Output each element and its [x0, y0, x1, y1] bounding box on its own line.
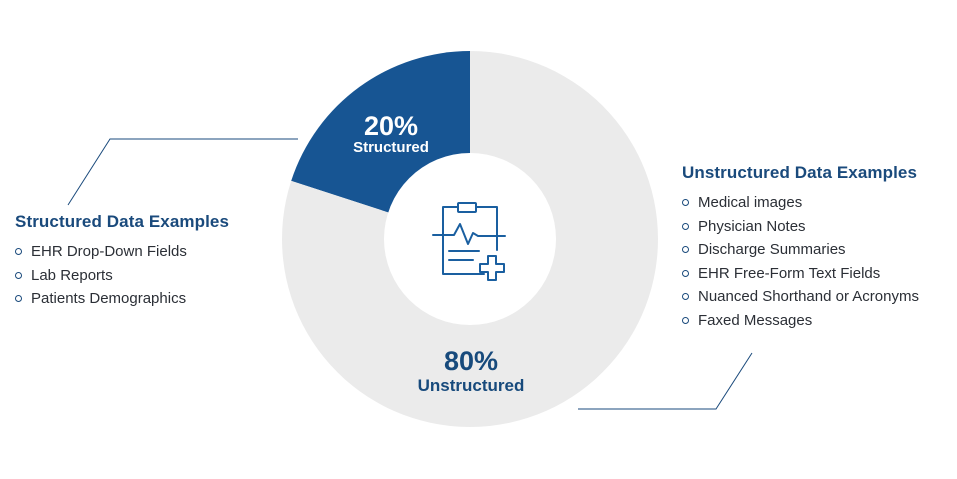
list-item: EHR Free-Form Text Fields	[682, 262, 952, 286]
bullet-icon	[682, 199, 689, 206]
unstructured-examples-title: Unstructured Data Examples	[682, 163, 918, 182]
list-item: Discharge Summaries	[682, 238, 952, 262]
unstructured-leader-line	[578, 352, 753, 410]
list-item: Lab Reports	[15, 264, 275, 288]
structured-leader-line	[67, 138, 298, 206]
list-item: Medical images	[682, 191, 952, 215]
bullet-icon	[15, 248, 22, 255]
medical-clipboard-plus-icon	[432, 202, 506, 281]
bullet-icon	[15, 295, 22, 302]
unstructured-examples-panel: Unstructured Data Examples Medical image…	[682, 163, 952, 332]
slice-percent-label-unstructured: 80%	[444, 346, 498, 376]
bullet-icon	[682, 269, 689, 277]
bullet-icon	[682, 222, 689, 230]
list-item: Faxed Messages	[682, 309, 952, 333]
structured-examples-title: Structured Data Examples	[15, 212, 230, 231]
structured-examples-list: EHR Drop-Down Fields Lab Reports Patient…	[15, 240, 275, 311]
slice-category-label-structured: Structured	[353, 139, 429, 156]
bullet-icon	[682, 293, 689, 300]
list-item: Patients Demographics	[15, 287, 275, 311]
bullet-icon	[15, 271, 22, 279]
slice-labels: 20%Structured 80%Unstructured	[353, 111, 524, 395]
list-item: Physician Notes	[682, 215, 952, 239]
slice-category-label-unstructured: Unstructured	[418, 376, 525, 395]
unstructured-examples-list: Medical images Physician Notes Discharge…	[682, 191, 952, 332]
list-item: Nuanced Shorthand or Acronyms	[682, 285, 952, 309]
slice-percent-label-structured: 20%	[364, 111, 418, 141]
structured-examples-panel: Structured Data Examples EHR Drop-Down F…	[15, 212, 275, 311]
bullet-icon	[682, 316, 689, 324]
bullet-icon	[682, 246, 689, 253]
list-item: EHR Drop-Down Fields	[15, 240, 275, 264]
